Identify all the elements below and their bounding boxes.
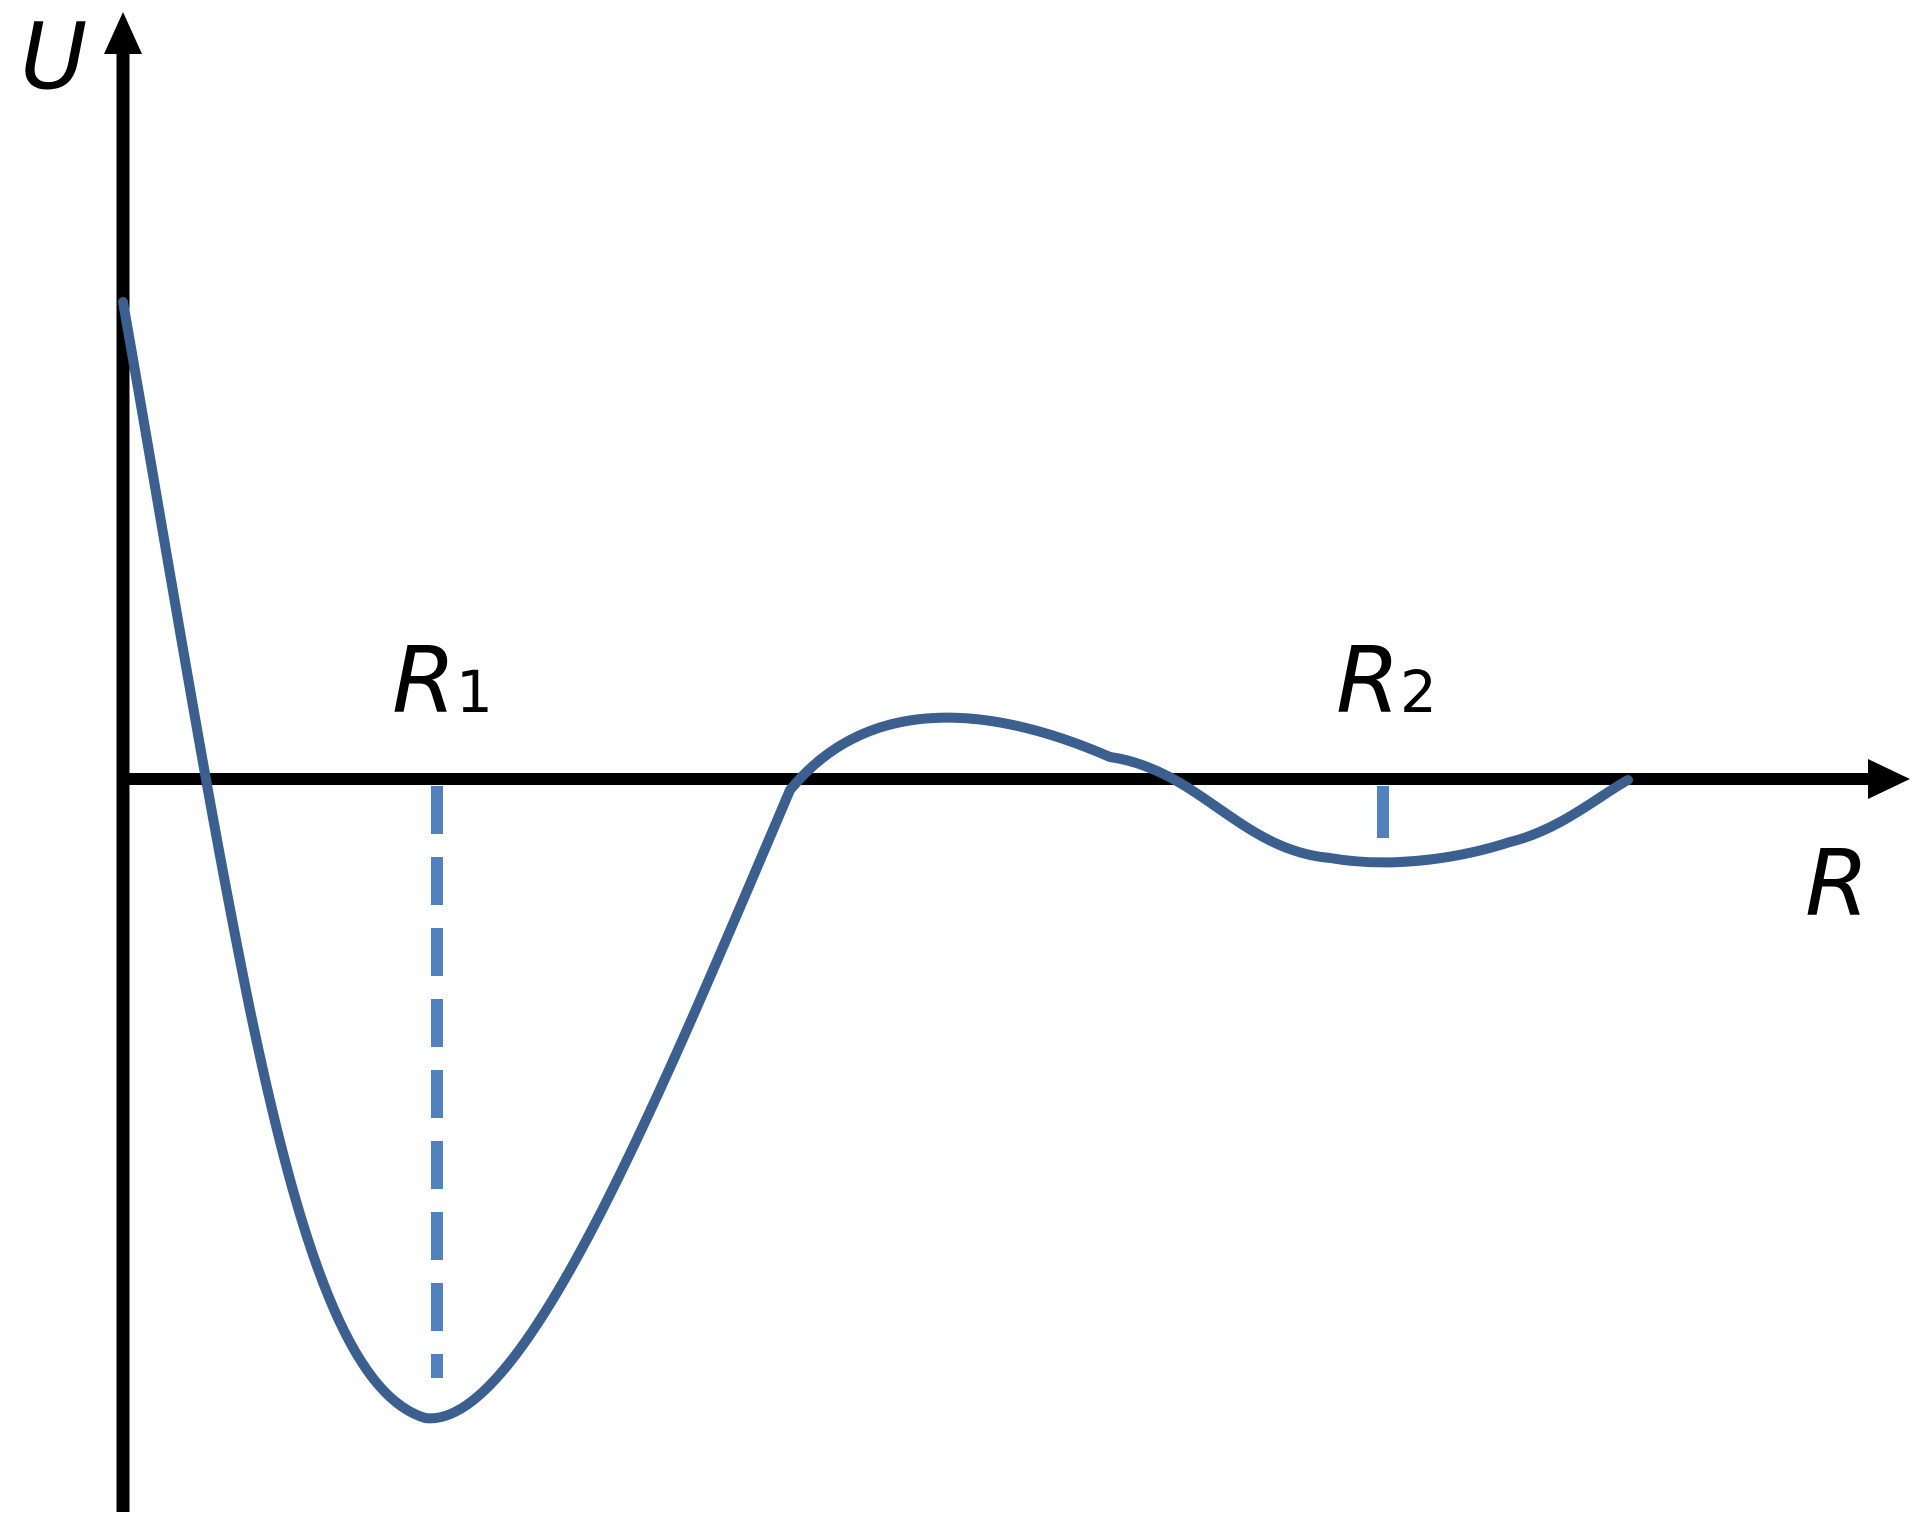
r2-label: R2 bbox=[1336, 627, 1437, 734]
x-axis-label: R bbox=[1805, 830, 1869, 937]
x-axis-arrowhead bbox=[1868, 759, 1910, 799]
y-axis-arrowhead bbox=[104, 12, 142, 54]
r1-label: R1 bbox=[392, 627, 493, 734]
y-axis-label: U bbox=[20, 3, 87, 110]
potential-curve bbox=[118, 297, 1633, 1424]
